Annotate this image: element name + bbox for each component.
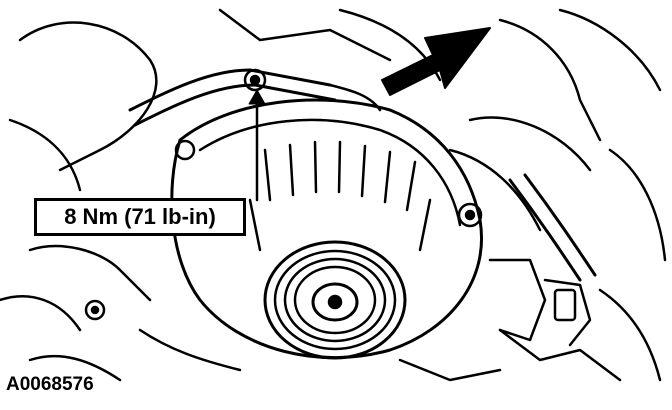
- alternator-body: [170, 98, 483, 360]
- figure-id-label: A0068576: [6, 374, 94, 395]
- torque-callout-label: 8 Nm (71 lb-in): [64, 204, 216, 229]
- mounting-bolts: [84, 68, 483, 321]
- connector-location-arrow: [381, 27, 491, 96]
- mounting-bracket: [488, 258, 592, 347]
- alternator-pulley: [263, 240, 407, 360]
- engine-background-outlines: [0, 8, 667, 382]
- callout-leader-arrow: [248, 89, 266, 202]
- torque-callout-box: 8 Nm (71 lb-in): [34, 198, 246, 236]
- wiring-harness: [128, 68, 597, 282]
